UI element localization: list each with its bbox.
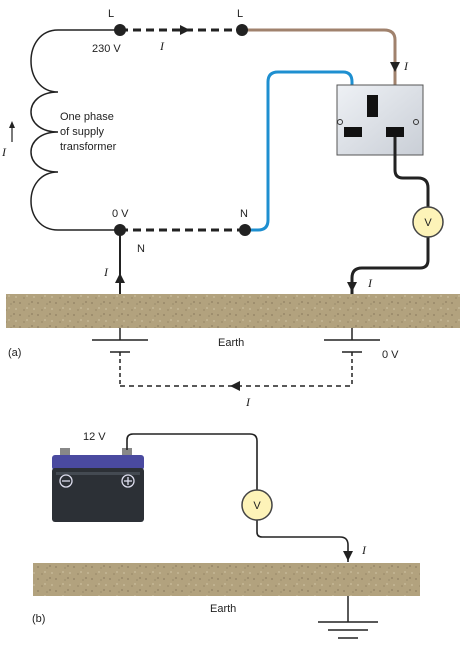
label-I-top: I	[159, 39, 165, 53]
coil-current-arrowhead	[9, 121, 15, 128]
label-part-b: (b)	[32, 613, 45, 625]
label-230v: 230 V	[92, 43, 121, 55]
label-0v-right: 0 V	[382, 349, 399, 361]
label-N-below: N	[137, 243, 145, 255]
node-N	[239, 224, 251, 236]
label-I-left: I	[103, 265, 109, 279]
label-N-top: N	[240, 208, 248, 220]
live-wire-arrow	[390, 62, 400, 72]
coil-text-2: of supply	[60, 126, 105, 138]
label-earth-a: Earth	[218, 337, 244, 349]
node-L-left	[114, 24, 126, 36]
coil-text-1: One phase	[60, 111, 114, 123]
battery	[52, 448, 144, 522]
meter-wire-lower	[350, 237, 430, 294]
live-brown-wire	[242, 28, 397, 128]
socket-outlet	[336, 84, 424, 156]
node-L-right	[236, 24, 248, 36]
earth-return-arrow	[230, 381, 240, 391]
label-I-coil: I	[1, 145, 7, 159]
label-L-right: L	[237, 8, 243, 20]
earth-symbol-b	[318, 596, 378, 639]
label-I-right: I	[367, 276, 373, 290]
voltmeter-a-label: V	[424, 217, 432, 229]
label-12v: 12 V	[83, 431, 106, 443]
earth-symbol-right	[324, 328, 380, 386]
live-current-arrow	[180, 25, 190, 35]
coil-text-3: transformer	[60, 141, 117, 153]
label-I-b: I	[361, 543, 367, 557]
earth-strip-a	[6, 294, 460, 328]
battery-wire-lower	[256, 520, 349, 562]
transformer-coil	[30, 29, 120, 231]
earth-current-arrow-b	[343, 551, 353, 561]
label-L-left: L	[108, 8, 114, 20]
label-0v-left: 0 V	[112, 208, 129, 220]
label-part-a: (a)	[8, 347, 21, 359]
neutral-earth-arrow	[115, 273, 125, 283]
earth-symbol-left	[92, 328, 148, 386]
battery-wire	[126, 433, 258, 490]
earth-strip-b	[33, 563, 420, 596]
neutral-blue-wire	[245, 70, 354, 232]
label-earth-b: Earth	[210, 603, 236, 615]
voltmeter-b	[241, 489, 273, 521]
meter-wire	[393, 137, 430, 207]
label-I-socket: I	[403, 59, 409, 73]
label-I-return: I	[245, 395, 251, 409]
voltmeter-b-label: V	[253, 500, 261, 512]
voltmeter-a	[412, 206, 444, 238]
earth-current-arrow-right	[347, 282, 357, 292]
